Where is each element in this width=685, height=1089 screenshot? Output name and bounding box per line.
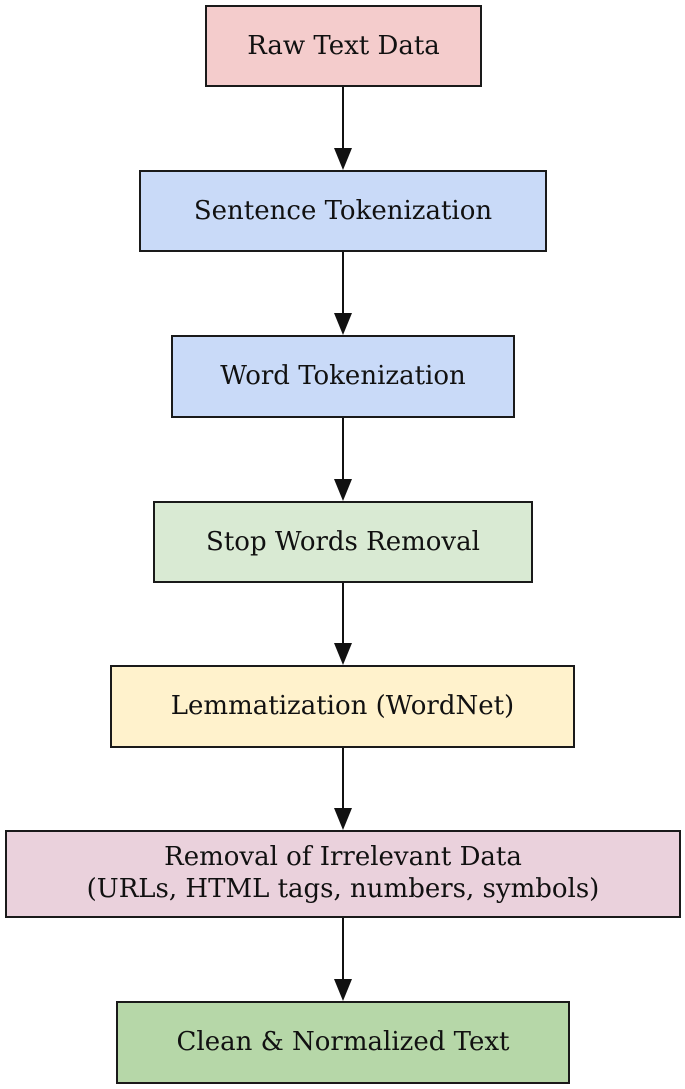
arrow-head — [334, 313, 352, 335]
node-label: Clean & Normalized Text — [176, 1027, 510, 1058]
node-label: Stop Words Removal — [206, 526, 480, 557]
arrow-head — [334, 979, 352, 1001]
node-word-tokenization: Word Tokenization — [171, 335, 515, 418]
arrow-head — [334, 479, 352, 501]
node-clean-normalized-text: Clean & Normalized Text — [116, 1001, 570, 1084]
node-label-line-2: (URLs, HTML tags, numbers, symbols) — [86, 874, 600, 904]
node-label: Raw Text Data — [247, 30, 440, 61]
node-raw-text-data: Raw Text Data — [205, 5, 482, 87]
node-sentence-tokenization: Sentence Tokenization — [139, 170, 547, 252]
node-removal-irrelevant-data: Removal of Irrelevant Data (URLs, HTML t… — [5, 830, 681, 918]
node-stop-words-removal: Stop Words Removal — [153, 501, 533, 583]
arrow-head — [334, 643, 352, 665]
arrow-head — [334, 808, 352, 830]
node-label: Lemmatization (WordNet) — [170, 691, 515, 722]
node-label: Sentence Tokenization — [193, 195, 493, 226]
node-label: Word Tokenization — [220, 361, 466, 392]
arrow-head — [334, 148, 352, 170]
node-lemmatization: Lemmatization (WordNet) — [110, 665, 575, 748]
node-label-line-1: Removal of Irrelevant Data — [164, 842, 522, 873]
